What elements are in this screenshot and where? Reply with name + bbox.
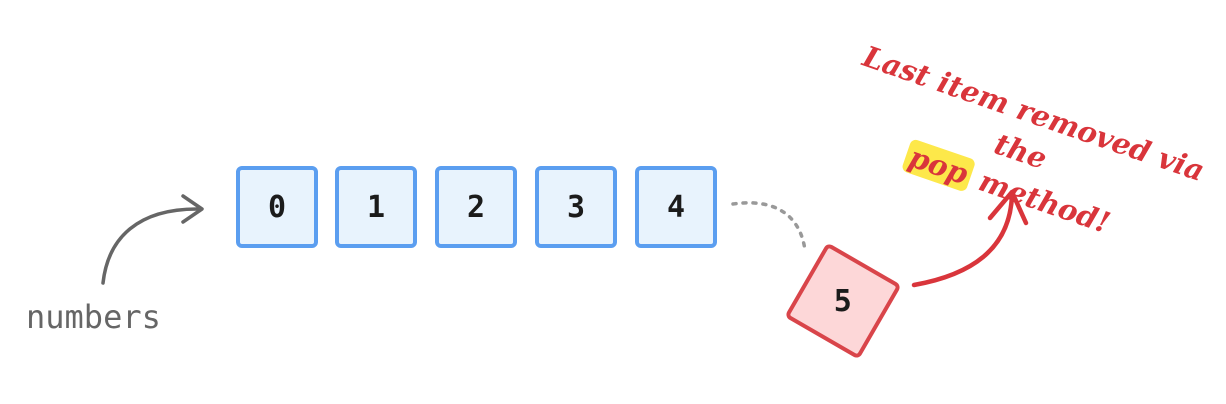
array-cell-0: 0 [236,166,318,248]
annotation-arrowhead [987,189,1029,226]
popped-cell-value: 5 [833,283,853,319]
array-cell-2: 2 [435,166,517,248]
array-cell-1: 1 [335,166,417,248]
array-cell-value: 1 [366,189,386,225]
annotation-arrow [911,192,1015,288]
array-cell-value: 0 [267,189,287,225]
array-cell-value: 4 [666,189,686,225]
array-cell-value: 2 [466,189,486,225]
variable-label: numbers [26,298,161,336]
dotted-connector [731,201,807,252]
pointer-arrowhead [181,194,204,224]
array-cell-3: 3 [535,166,617,248]
array-cell-4: 4 [635,166,717,248]
pointer-arrow [101,207,202,285]
array-cell-value: 3 [566,189,586,225]
